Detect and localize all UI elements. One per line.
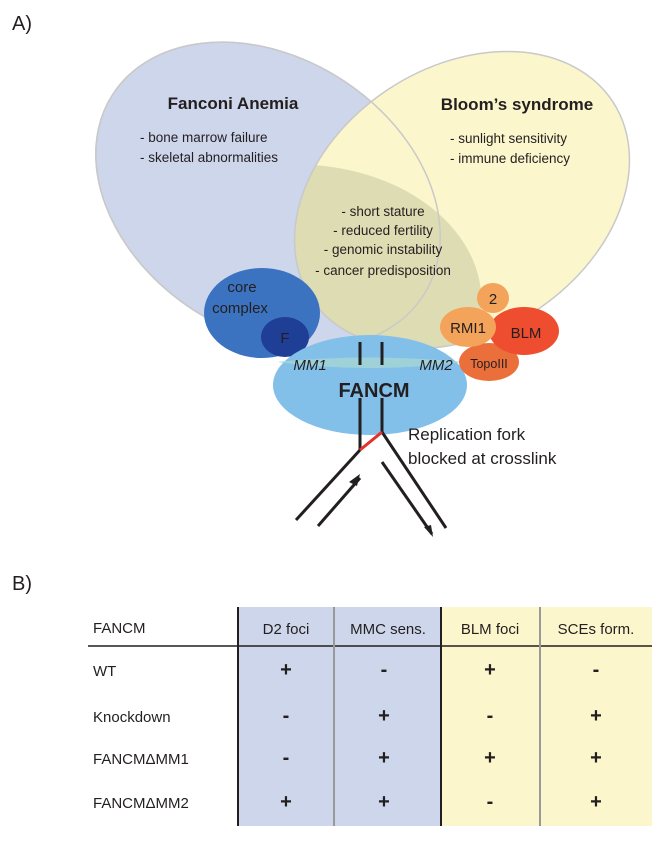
fanconi-title: Fanconi Anemia: [168, 94, 299, 113]
row-label-wt: WT: [93, 663, 116, 680]
fanconi-ellipse-outline: [95, 41, 441, 349]
fork-arrowhead: [349, 474, 360, 486]
fork-label: blocked at crosslink: [408, 449, 557, 468]
bloom-title: Bloom’s syndrome: [441, 95, 593, 114]
table-cell: -: [487, 791, 494, 813]
table-cell: +: [590, 747, 602, 769]
fancm-top-band: [277, 357, 463, 368]
table-cell: +: [590, 705, 602, 727]
mm2-label: MM2: [419, 357, 453, 374]
table-cell: +: [280, 659, 292, 681]
table-cell: +: [378, 747, 390, 769]
shared-item: - cancer predisposition: [315, 263, 451, 278]
topoiii-label: TopoIII: [470, 357, 508, 371]
rmi2-label: 2: [489, 291, 497, 308]
table-cell: -: [593, 659, 600, 681]
blm-protein: [489, 307, 559, 355]
fork-label: Replication fork: [408, 425, 526, 444]
table-cells: + - + - - + - + - + + + + + - +: [280, 659, 602, 813]
blm-shade: [441, 607, 652, 826]
table-cell: -: [283, 747, 290, 769]
table-cell: +: [484, 747, 496, 769]
fanconi-item: - bone marrow failure: [140, 130, 268, 145]
shared-item: - short stature: [341, 204, 424, 219]
table-corner-header: FANCM: [93, 620, 146, 637]
row-label-fancm-dmm2: FANCMΔMM2: [93, 795, 189, 812]
fanconi-item: - skeletal abnormalities: [140, 150, 278, 165]
fancf-protein: [261, 317, 309, 357]
panel-a-label: A): [12, 13, 32, 35]
panel-b-label: B): [12, 573, 32, 595]
topoiii-protein: [459, 343, 519, 381]
fancm-label: FANCM: [338, 380, 409, 402]
core-complex-label: complex: [212, 300, 268, 317]
fork-arrowhead: [424, 525, 433, 537]
shared-item: - genomic instability: [324, 242, 443, 257]
bloom-item: - sunlight sensitivity: [450, 131, 567, 146]
replication-fork: [294, 342, 448, 535]
table-cell: +: [484, 659, 496, 681]
column-header-mmc-sens: MMC sens.: [350, 621, 426, 638]
row-label-knockdown: Knockdown: [93, 709, 171, 726]
rmi2-protein: [477, 283, 509, 313]
table-cell: -: [381, 659, 388, 681]
table-cell: +: [378, 705, 390, 727]
rmi1-label: RMI1: [450, 320, 486, 337]
table-cell: -: [283, 705, 290, 727]
mm1-label: MM1: [293, 357, 326, 374]
bloom-item: - immune deficiency: [450, 151, 570, 166]
fa-shade: [238, 607, 441, 826]
table-cell: +: [280, 791, 292, 813]
column-header-d2-foci: D2 foci: [263, 621, 310, 638]
row-label-fancm-dmm1: FANCMΔMM1: [93, 751, 189, 768]
table-cell: +: [590, 791, 602, 813]
table-cell: -: [487, 705, 494, 727]
shared-item: - reduced fertility: [333, 223, 433, 238]
table-cell: +: [378, 791, 390, 813]
blm-label: BLM: [511, 325, 542, 342]
rmi1-protein: [440, 307, 496, 347]
crosslink-mark: [359, 430, 383, 452]
column-header-blm-foci: BLM foci: [461, 621, 519, 638]
fancf-label: F: [280, 330, 289, 347]
core-complex-label: core: [227, 279, 256, 296]
column-header-sces-form: SCEs form.: [558, 621, 635, 638]
